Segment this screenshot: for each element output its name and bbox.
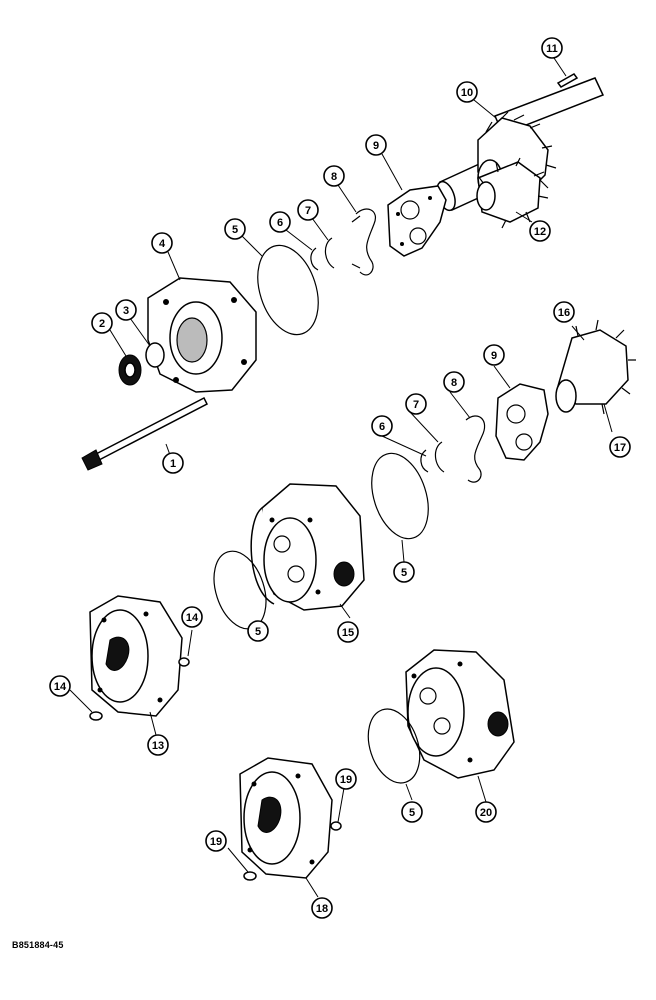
svg-text:14: 14 — [54, 681, 67, 693]
callout-2: 2 — [91, 312, 113, 334]
callout-14-left: 14 — [49, 675, 71, 697]
part-end-housing — [405, 649, 515, 779]
callout-1: 1 — [162, 452, 184, 474]
svg-text:19: 19 — [210, 836, 222, 848]
svg-text:10: 10 — [461, 87, 473, 99]
part-washer — [145, 342, 165, 368]
svg-text:9: 9 — [373, 140, 379, 152]
svg-text:4: 4 — [159, 238, 166, 250]
part-dowel-upper-left — [89, 711, 103, 721]
svg-text:13: 13 — [152, 740, 164, 752]
callout-8-lower: 8 — [443, 371, 465, 393]
part-key-pin — [556, 73, 579, 88]
part-o-ring-upper — [257, 244, 319, 336]
svg-text:15: 15 — [342, 627, 354, 639]
part-seal-upper — [351, 208, 376, 276]
part-driven-gear — [476, 157, 549, 229]
callout-11: 11 — [541, 37, 563, 59]
svg-text:6: 6 — [277, 217, 283, 229]
part-backup-ring-lower — [434, 441, 445, 473]
part-bolt — [81, 396, 209, 471]
callout-10: 10 — [456, 81, 478, 103]
svg-text:1: 1 — [170, 458, 176, 470]
callout-5-lower: 5 — [401, 801, 423, 823]
figure-identifier: B851884-45 — [12, 940, 64, 950]
callout-19-left: 19 — [205, 830, 227, 852]
callout-13: 13 — [147, 734, 169, 756]
svg-text:2: 2 — [99, 318, 105, 330]
callout-5-mid-right: 5 — [393, 561, 415, 583]
callout-14-right: 14 — [181, 606, 203, 628]
svg-text:17: 17 — [614, 442, 626, 454]
svg-text:14: 14 — [186, 612, 199, 624]
part-cover-housing — [147, 277, 257, 393]
callout-7-upper: 7 — [297, 199, 319, 221]
part-gear-housing — [250, 483, 365, 611]
svg-text:19: 19 — [340, 774, 352, 786]
svg-text:8: 8 — [451, 377, 457, 389]
part-dowel-upper-right — [178, 657, 190, 667]
svg-text:5: 5 — [409, 807, 415, 819]
svg-text:7: 7 — [305, 205, 311, 217]
svg-text:6: 6 — [379, 421, 385, 433]
part-dowel-lower-right — [330, 821, 342, 831]
svg-text:5: 5 — [401, 567, 407, 579]
callout-5-upper: 5 — [224, 218, 246, 240]
callout-16: 16 — [553, 301, 575, 323]
callout-3: 3 — [115, 299, 137, 321]
svg-text:20: 20 — [480, 807, 492, 819]
callout-9-lower: 9 — [483, 344, 505, 366]
callout-20: 20 — [475, 801, 497, 823]
svg-text:7: 7 — [413, 399, 419, 411]
svg-text:16: 16 — [558, 307, 570, 319]
part-seal-ring-lower — [420, 449, 429, 473]
callout-6-lower: 6 — [371, 415, 393, 437]
part-wear-plate-lower — [495, 383, 549, 461]
callout-15: 15 — [337, 621, 359, 643]
part-dowel-lower-left — [243, 871, 257, 881]
svg-text:12: 12 — [534, 226, 546, 238]
callout-7-lower: 7 — [405, 393, 427, 415]
callout-12: 12 — [529, 220, 551, 242]
svg-text:18: 18 — [316, 903, 328, 915]
svg-text:11: 11 — [546, 43, 558, 55]
part-flange-plate-lower — [239, 757, 333, 879]
part-o-ring-mid-right — [371, 452, 429, 540]
part-o-ring-lower — [367, 708, 421, 784]
callout-17: 17 — [609, 436, 631, 458]
part-wear-plate-upper — [387, 185, 447, 257]
callout-5-mid-left: 5 — [247, 620, 269, 642]
svg-text:3: 3 — [123, 305, 129, 317]
part-flange-plate-upper — [89, 595, 183, 717]
callout-19-right: 19 — [335, 768, 357, 790]
svg-text:5: 5 — [255, 626, 261, 638]
callout-9-upper: 9 — [365, 134, 387, 156]
svg-text:9: 9 — [491, 350, 497, 362]
callout-8-upper: 8 — [323, 165, 345, 187]
part-backup-ring-upper — [324, 237, 335, 269]
leader-lines — [69, 57, 613, 898]
part-seal-ring-upper — [310, 247, 319, 271]
svg-text:5: 5 — [232, 224, 238, 236]
part-seal-lower — [465, 415, 486, 483]
callout-4: 4 — [151, 232, 173, 254]
part-gear-lower — [555, 319, 636, 415]
part-bearing — [118, 354, 142, 386]
callout-18: 18 — [311, 897, 333, 919]
callout-6-upper: 6 — [269, 211, 291, 233]
svg-text:8: 8 — [331, 171, 337, 183]
